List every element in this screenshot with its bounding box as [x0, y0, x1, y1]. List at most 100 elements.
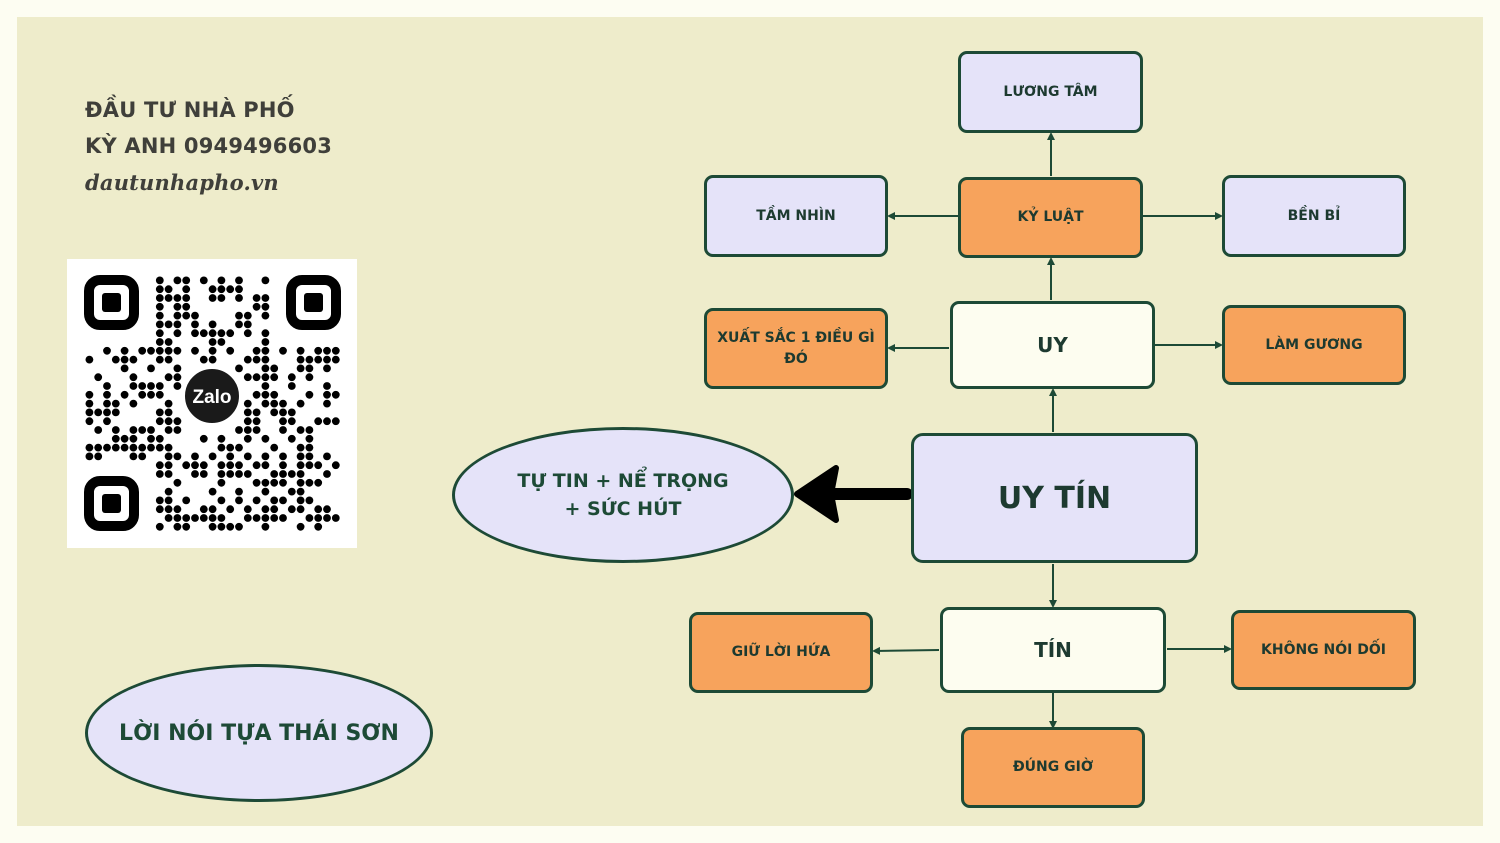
qr-module	[226, 329, 235, 338]
qr-module	[199, 514, 208, 522]
qr-module	[173, 522, 182, 531]
qr-module	[296, 522, 305, 531]
qr-module	[191, 514, 199, 522]
qr-module	[138, 390, 147, 399]
qr-module	[252, 426, 261, 434]
qr-module	[173, 514, 182, 522]
qr-module	[261, 302, 270, 311]
qr-module	[182, 294, 191, 302]
qr-module	[279, 496, 287, 505]
qr-module	[261, 461, 270, 470]
qr-module	[173, 452, 182, 461]
qr-module	[279, 426, 287, 434]
qr-module	[164, 461, 173, 470]
qr-module	[208, 285, 217, 294]
qr-module	[173, 276, 182, 285]
qr-module	[305, 496, 314, 505]
qr-module	[111, 443, 120, 452]
qr-module	[305, 514, 314, 522]
qr-module	[199, 470, 208, 478]
qr-module	[217, 443, 226, 452]
qr-module	[323, 346, 331, 355]
qr-module	[164, 496, 173, 505]
qr-module	[217, 338, 226, 346]
qr-module	[287, 487, 296, 496]
qr-module	[252, 373, 261, 382]
qr-module	[261, 522, 270, 531]
qr-module	[235, 311, 243, 320]
qr-module	[120, 346, 129, 355]
qr-module	[173, 478, 182, 487]
qr-module	[261, 346, 270, 355]
qr-module	[138, 452, 147, 461]
qr-module	[305, 426, 314, 434]
qr-module	[120, 443, 129, 452]
qr-module	[261, 329, 270, 338]
qr-module	[182, 496, 191, 505]
qr-module	[314, 522, 323, 531]
qr-module	[173, 294, 182, 302]
qr-module	[279, 408, 287, 417]
qr-module	[279, 399, 287, 408]
qr-module	[261, 390, 270, 399]
qr-module	[270, 496, 279, 505]
qr-module	[279, 452, 287, 461]
qr-module	[208, 452, 217, 461]
node-loi-noi-ellipse: LỜI NÓI TỰA THÁI SƠN	[85, 664, 433, 802]
qr-module	[173, 505, 182, 514]
qr-module	[226, 346, 235, 355]
qr-module	[331, 461, 340, 470]
qr-module	[261, 514, 270, 522]
qr-module	[129, 443, 138, 452]
qr-module	[217, 434, 226, 443]
qr-module	[182, 302, 191, 311]
qr-module	[147, 390, 155, 399]
qr-module	[85, 390, 94, 399]
qr-module	[314, 478, 323, 487]
qr-module	[208, 355, 217, 364]
qr-module	[199, 276, 208, 285]
qr-module	[243, 417, 252, 426]
qr-module	[182, 276, 191, 285]
qr-module	[164, 417, 173, 426]
node-khong-noi-doi: KHÔNG NÓI DỐI	[1231, 610, 1416, 690]
qr-module	[270, 505, 279, 514]
qr-module	[155, 522, 164, 531]
qr-module	[103, 382, 111, 390]
qr-module	[85, 452, 94, 461]
qr-module	[235, 426, 243, 434]
node-tin: TÍN	[940, 607, 1166, 693]
qr-module	[147, 443, 155, 452]
qr-module	[155, 355, 164, 364]
qr-module	[164, 452, 173, 461]
qr-module	[296, 426, 305, 434]
qr-module	[235, 487, 243, 496]
qr-module	[323, 514, 331, 522]
qr-module	[296, 496, 305, 505]
qr-module	[270, 373, 279, 382]
qr-module	[287, 505, 296, 514]
qr-module	[226, 443, 235, 452]
qr-module	[208, 522, 217, 531]
qr-module	[243, 434, 252, 443]
qr-module	[243, 452, 252, 461]
qr-finder-top-right	[286, 275, 341, 330]
qr-module	[252, 461, 261, 470]
qr-module	[235, 496, 243, 505]
qr-finder-bottom-left	[84, 476, 139, 531]
qr-module	[314, 417, 323, 426]
qr-module	[261, 505, 270, 514]
qr-module	[331, 346, 340, 355]
qr-module	[261, 382, 270, 390]
qr-module	[243, 355, 252, 364]
qr-module	[217, 294, 226, 302]
qr-module	[217, 478, 226, 487]
qr-module	[331, 355, 340, 364]
qr-module	[120, 390, 129, 399]
qr-module	[261, 399, 270, 408]
qr-module	[261, 294, 270, 302]
qr-module	[243, 373, 252, 382]
qr-module	[85, 443, 94, 452]
qr-module	[217, 276, 226, 285]
qr-module	[111, 434, 120, 443]
